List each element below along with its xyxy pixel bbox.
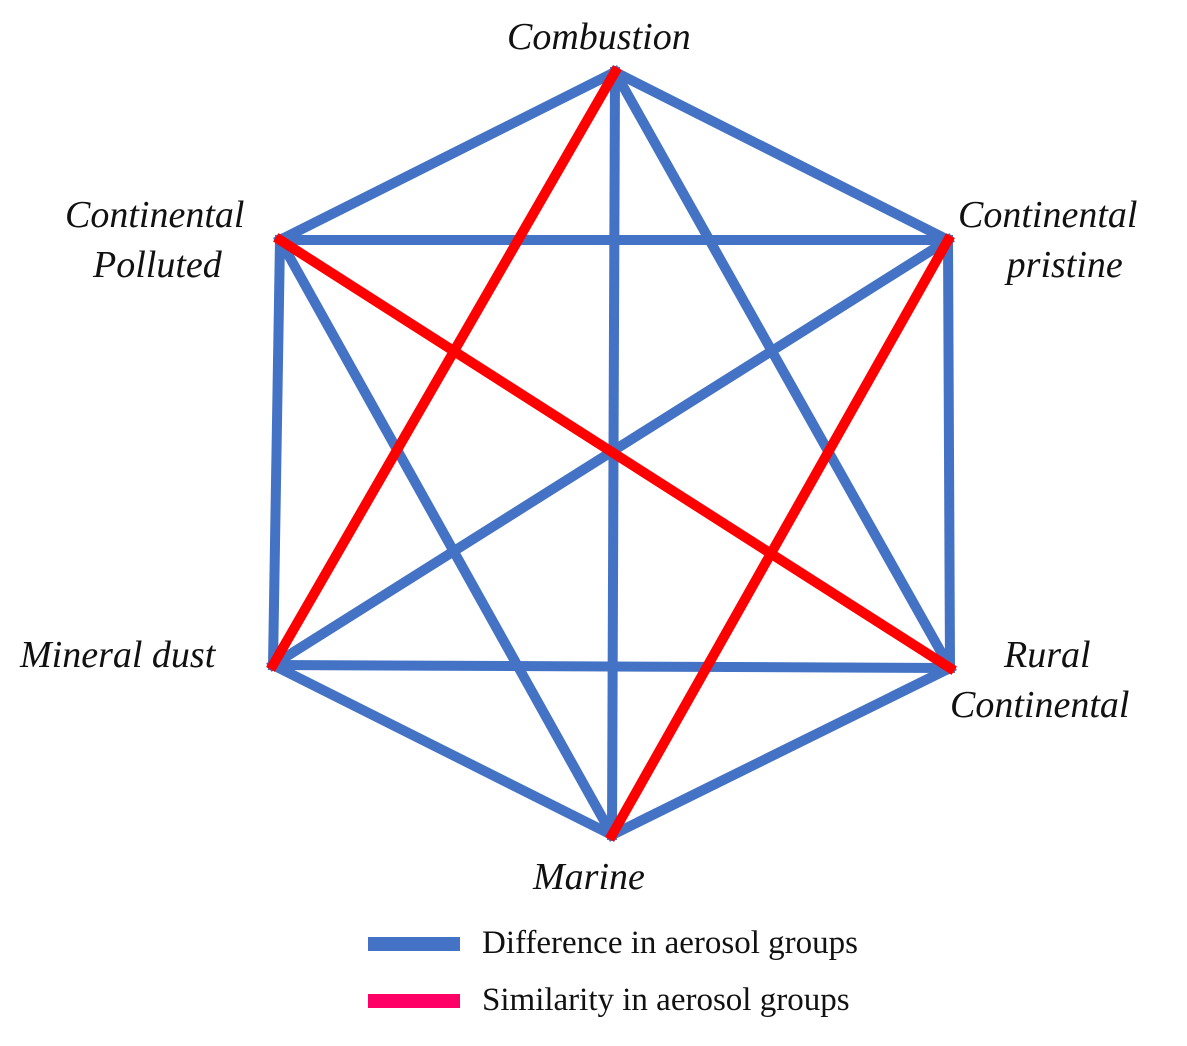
edge-difference-continental_polluted-marine [273,233,619,842]
label-line: Continental [958,194,1138,236]
legend-swatch-red [368,993,460,1008]
legend-label: Similarity in aerosol groups [482,982,850,1018]
label-line: Polluted [93,244,222,286]
legend-label: Difference in aerosol groups [482,925,859,961]
node-label-mineral-dust: Mineral dust [20,634,216,676]
legend-item-difference: Difference in aerosol groups [368,925,858,962]
edge-difference-marine-mineral_dust [266,658,619,842]
edge-difference-mineral_dust-rural_continental [267,659,956,674]
edge-similarity-continental_pristine-marine [605,233,955,842]
edge-similarity-continental_polluted-rural_continental [273,233,957,675]
label-line: Continental [950,684,1130,726]
label-line: pristine [1006,244,1123,286]
edge-difference-continental_pristine-rural_continental [942,234,956,674]
edge-similarity-combustion-mineral_dust [266,65,622,672]
node-label-combustion: Combustion [507,16,691,58]
edge-difference-combustion-continental_pristine [608,65,955,247]
node-label-marine: Marine [533,856,645,898]
label-line: Continental [65,194,245,236]
edge-difference-continental_polluted-combustion [273,65,622,247]
label-line: Rural [1004,634,1091,676]
legend-item-similarity: Similarity in aerosol groups [368,982,850,1019]
edge-difference-combustion-rural_continental [608,65,957,675]
edge-difference-mineral_dust-continental_polluted [267,234,286,671]
node-label-continental-polluted: Continental Polluted [65,190,244,290]
node-label-continental-pristine: Continental pristine [958,190,1137,290]
node-label-rural-continental: Rural Continental [950,630,1129,730]
legend-swatch-blue [368,936,460,951]
edge-difference-rural_continental-marine [605,661,957,842]
